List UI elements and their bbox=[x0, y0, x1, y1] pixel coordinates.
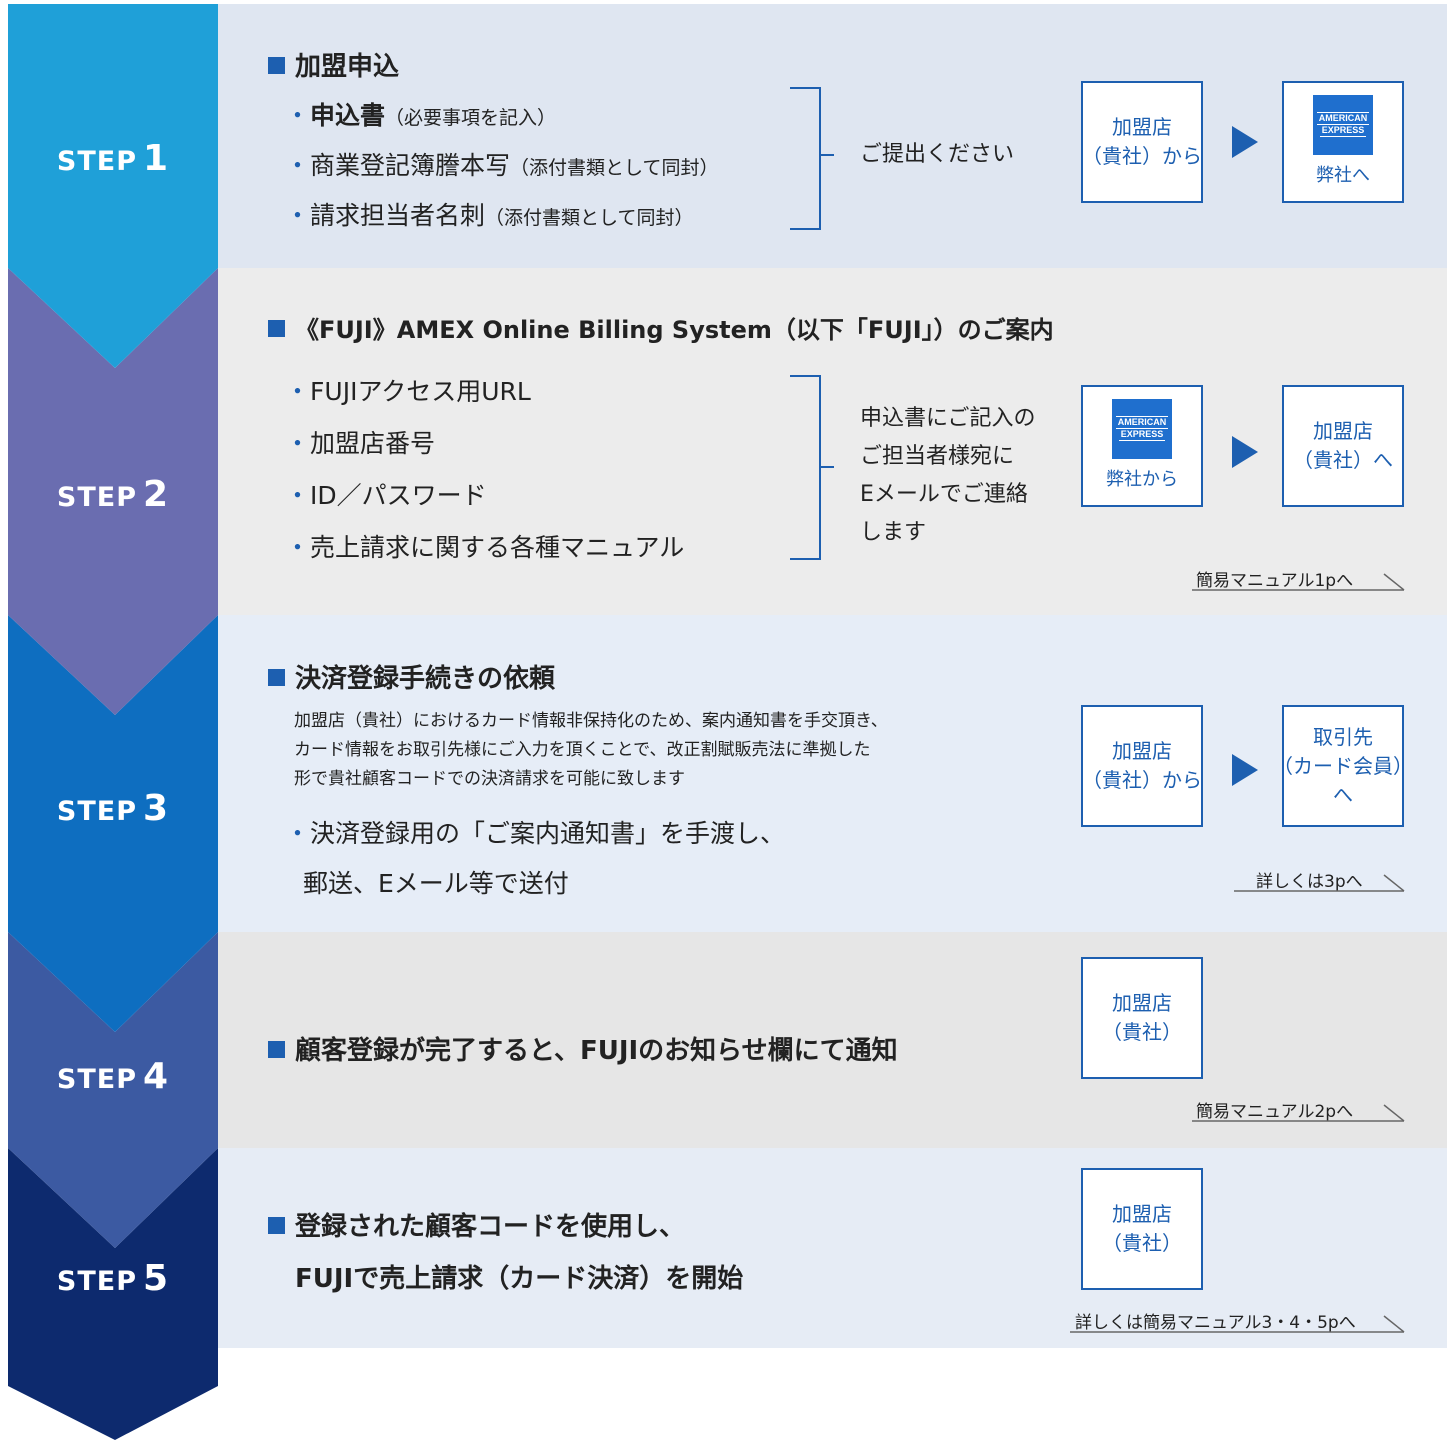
flow-arrow-icon bbox=[1232, 436, 1258, 468]
step5-heading-cont: FUJIで売上請求（カード決済）を開始 bbox=[295, 1264, 744, 1294]
step2-item: ・売上請求に関する各種マニュアル bbox=[285, 533, 685, 562]
step3-item-cont: 郵送、Eメール等で送付 bbox=[303, 869, 569, 898]
step4-heading: 顧客登録が完了すると、FUJIのお知らせ欄にて通知 bbox=[268, 1030, 898, 1067]
step2-bracket bbox=[790, 375, 834, 560]
step1-side-text: ご提出ください bbox=[860, 142, 1015, 167]
link-underline-arrow bbox=[1070, 1315, 1405, 1333]
step5-panel bbox=[218, 1148, 1447, 1348]
link-underline-arrow bbox=[1192, 573, 1405, 591]
step1-from-box: 加盟店 （貴社）から bbox=[1081, 81, 1203, 203]
step1-chevron bbox=[8, 4, 218, 368]
link-underline-arrow bbox=[1234, 874, 1405, 892]
step3-chevron bbox=[8, 615, 218, 1032]
step5-box: 加盟店 （貴社） bbox=[1081, 1168, 1203, 1290]
square-bullet-icon bbox=[268, 669, 285, 686]
flow-arrow-icon bbox=[1232, 754, 1258, 786]
step4-box: 加盟店 （貴社） bbox=[1081, 957, 1203, 1079]
step2-item: ・加盟店番号 bbox=[285, 429, 436, 458]
flow-arrow-icon bbox=[1232, 126, 1258, 158]
step3-heading: 決済登録手続きの依頼 bbox=[268, 658, 555, 695]
square-bullet-icon bbox=[268, 1041, 285, 1058]
step2-heading: 《FUJI》AMEX Online Billing System（以下「FUJI… bbox=[268, 310, 1054, 345]
step2-manual-link[interactable]: 簡易マニュアル1pへ bbox=[1196, 571, 1354, 591]
step3-detail-link[interactable]: 詳しくは3pへ bbox=[1256, 872, 1363, 892]
step5-heading: 登録された顧客コードを使用し、 bbox=[268, 1206, 685, 1243]
step2-to-box: 加盟店 （貴社）へ bbox=[1282, 385, 1404, 507]
square-bullet-icon bbox=[268, 57, 285, 74]
step5-chevron bbox=[8, 1148, 218, 1440]
step4-panel bbox=[218, 932, 1447, 1148]
step1-item: ・請求担当者名刺（添付書類として同封） bbox=[285, 201, 694, 230]
step3-note: 加盟店（貴社）におけるカード情報非保持化のため、案内通知書を手交頂き、 カード情… bbox=[294, 711, 888, 789]
square-bullet-icon bbox=[268, 320, 285, 337]
square-bullet-icon bbox=[268, 1217, 285, 1234]
step1-bracket bbox=[790, 87, 834, 230]
step2-side-text: 申込書にご記入の ご担当者様宛に Eメールでご連絡 します bbox=[860, 406, 1036, 545]
step1-heading: 加盟申込 bbox=[268, 46, 399, 83]
step2-item: ・ID／パスワード bbox=[285, 481, 487, 510]
step-chevron-column bbox=[8, 4, 218, 1440]
step4-manual-link[interactable]: 簡易マニュアル2pへ bbox=[1196, 1102, 1354, 1122]
step3-from-box: 加盟店 （貴社）から bbox=[1081, 705, 1203, 827]
step3-item: ・決済登録用の「ご案内通知書」を手渡し、 bbox=[285, 819, 786, 848]
step1-item: ・商業登記簿謄本写（添付書類として同封） bbox=[285, 151, 719, 180]
step2-chevron bbox=[8, 268, 218, 715]
step5-manual-link[interactable]: 詳しくは簡易マニュアル3・4・5pへ bbox=[1075, 1313, 1356, 1333]
step4-chevron bbox=[8, 932, 218, 1248]
link-underline-arrow bbox=[1192, 1104, 1405, 1122]
step2-item: ・FUJIアクセス用URL bbox=[285, 377, 531, 406]
step1-item: ・申込書（必要事項を記入） bbox=[285, 101, 557, 130]
step3-to-box: 取引先 （カード会員） へ bbox=[1273, 705, 1413, 827]
